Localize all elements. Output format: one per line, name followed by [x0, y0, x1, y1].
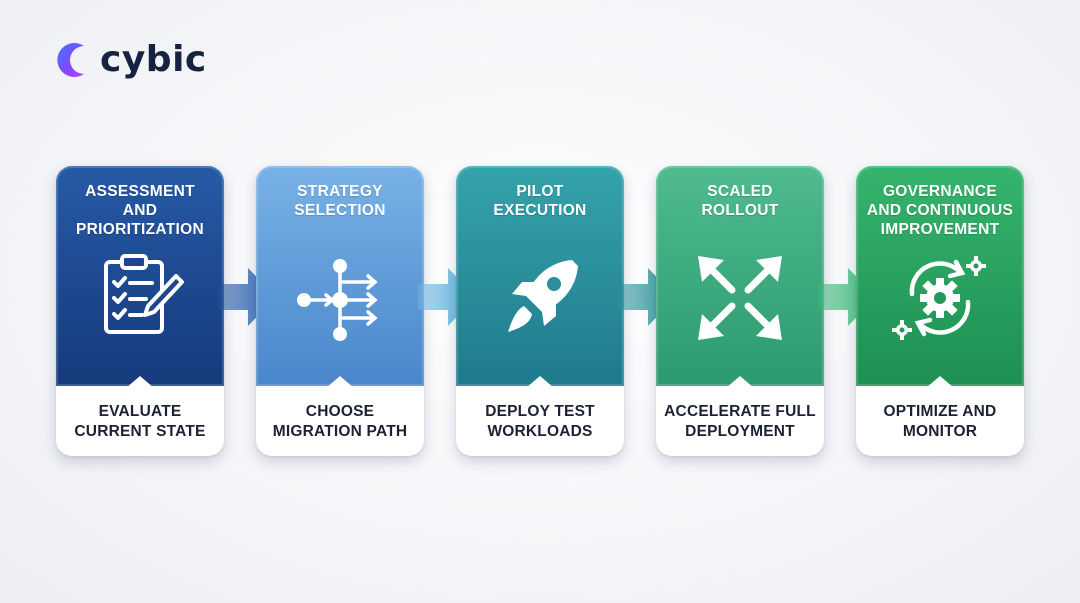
stage-description: OPTIMIZE AND MONITOR	[883, 403, 997, 440]
stage-title: GOVERNANCE AND CONTINUOUS IMPROVEMENT	[866, 183, 1014, 238]
clipboard-checklist-icon	[104, 254, 184, 334]
brand-logo: cybic	[54, 40, 207, 80]
stage-title: STRATEGY SELECTION	[294, 183, 386, 219]
stage-description: DEPLOY TEST WORKLOADS	[485, 403, 595, 440]
stage-assessment: ASSESSMENT AND PRIORITIZATION EVALUATE C…	[56, 166, 224, 456]
expand-arrows-icon	[698, 256, 782, 340]
stage-governance: GOVERNANCE AND CONTINUOUS IMPROVEMENT OP…	[856, 166, 1024, 456]
stage-description: ACCELERATE FULL DEPLOYMENT	[664, 403, 816, 440]
stage-header	[656, 166, 824, 386]
brand-name: cybic	[100, 39, 207, 80]
gears-cycle-icon	[892, 256, 986, 340]
branching-flow-icon	[297, 259, 378, 341]
stage-description: EVALUATE CURRENT STATE	[74, 403, 206, 440]
stage-description: CHOOSE MIGRATION PATH	[272, 403, 408, 440]
stage-rollout: SCALED ROLLOUT ACCELERATE FULL DEPLOYMEN…	[656, 166, 824, 456]
stage-header	[856, 166, 1024, 386]
stage-pilot: PILOT EXECUTION DEPLOY TEST WORKLOADS	[456, 166, 624, 456]
stage-header	[56, 166, 224, 386]
stage-title: PILOT EXECUTION	[493, 183, 587, 219]
stage-title: SCALED ROLLOUT	[701, 183, 779, 219]
crescent-logo-icon	[57, 43, 84, 77]
rocket-icon	[508, 260, 578, 332]
stage-strategy: STRATEGY SELECTION CHOOSE MIGRATION PATH	[256, 166, 424, 456]
stage-title: ASSESSMENT AND PRIORITIZATION	[76, 183, 204, 238]
